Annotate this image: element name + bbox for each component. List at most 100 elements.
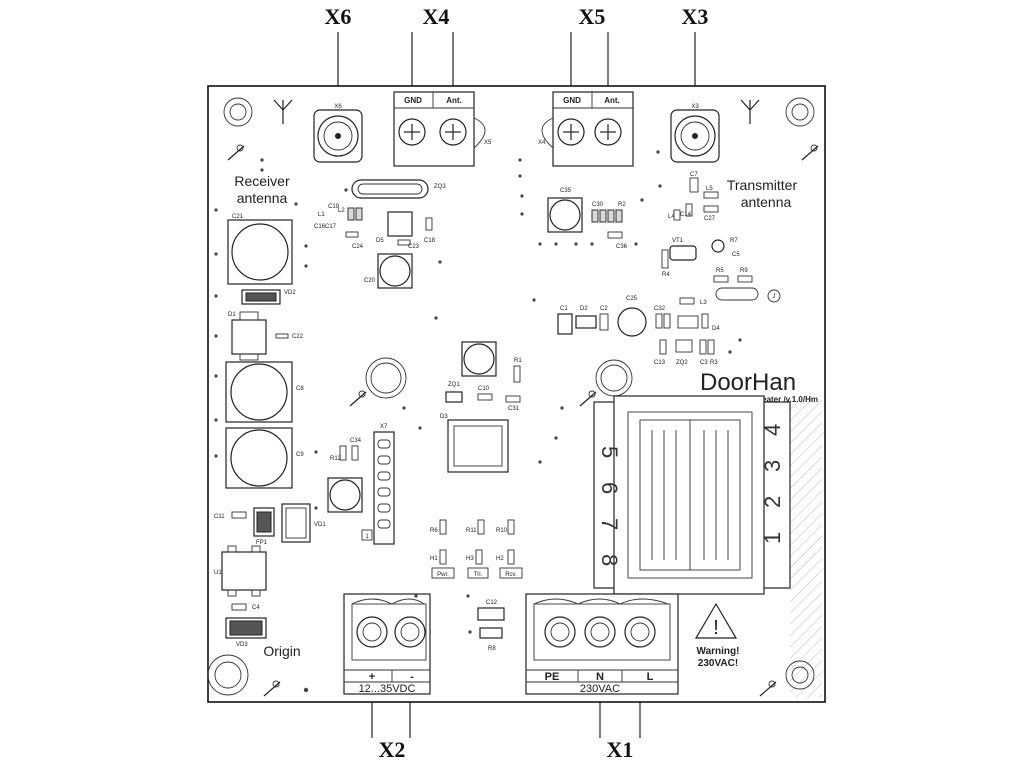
- callout-x5: X5: [579, 4, 606, 29]
- svg-text:L3: L3: [700, 300, 707, 306]
- middle-right-components: C1 D2 C2 C25 C32 D4 L3 C13 ZQ2 C3 R3: [557, 296, 720, 366]
- transformer-pin-3: 3: [760, 460, 785, 472]
- origin-label: Origin: [263, 643, 300, 659]
- svg-text:C32: C32: [654, 306, 666, 312]
- svg-text:C35: C35: [560, 188, 572, 194]
- terminal-block-x4: GND Ant. X5: [393, 91, 492, 167]
- svg-text:C7: C7: [690, 172, 698, 178]
- terminal-block-x5: GND Ant. X4: [538, 91, 634, 167]
- svg-text:C1: C1: [560, 306, 568, 312]
- antenna-icon: [273, 99, 293, 124]
- mounting-hole-center-left: [365, 357, 407, 399]
- svg-text:R9: R9: [740, 268, 748, 274]
- screw-terminal-icon: [584, 616, 616, 648]
- smd-row-c30: C30 R2 C36: [591, 202, 628, 250]
- screw-terminal-icon: [394, 616, 426, 648]
- svg-text:C36: C36: [616, 244, 628, 250]
- callout-x1: X1: [607, 737, 634, 762]
- svg-text:ZQ3: ZQ3: [434, 184, 446, 190]
- svg-text:C19: C19: [328, 204, 340, 210]
- warning-label-line1: Warning!: [697, 646, 740, 657]
- svg-text:D1: D1: [228, 312, 236, 318]
- via-dots: [214, 150, 742, 693]
- transformer: 5 6 7 8 4 3 2 1: [593, 395, 791, 595]
- svg-text:R11: R11: [466, 528, 477, 534]
- svg-text:VD3: VD3: [236, 642, 248, 648]
- capacitor-c20: C20: [364, 253, 413, 289]
- svg-text:J: J: [773, 294, 776, 300]
- svg-text:C8: C8: [296, 386, 304, 392]
- warning-block: ! Warning! 230VAC!: [694, 602, 740, 669]
- fuse-fp1-area: C11 FP1 VD1: [214, 503, 326, 546]
- x5-ant-label: Ant.: [604, 96, 620, 105]
- svg-text:R6: R6: [430, 528, 438, 534]
- led-h1-pad: [439, 549, 447, 565]
- led-trl-label: Trl.: [474, 572, 483, 578]
- x2-rating-label: 12...35VDC: [359, 683, 416, 695]
- transmitter-antenna-label-line2: antenna: [741, 194, 792, 210]
- svg-text:D2: D2: [580, 306, 588, 312]
- svg-text:C16C17: C16C17: [314, 224, 337, 230]
- screw-terminal-icon: [356, 616, 388, 648]
- svg-text:R8: R8: [488, 646, 496, 652]
- brand-logo: DoorHan: [700, 369, 796, 396]
- callout-x4: X4: [423, 4, 450, 29]
- svg-text:C4: C4: [252, 605, 260, 611]
- designator-x3: X3: [691, 104, 699, 110]
- svg-text:C21: C21: [232, 214, 244, 220]
- terminal-block-x2: + - 12...35VDC: [343, 593, 431, 695]
- capacitor-c9: C9: [225, 427, 304, 489]
- x1-n-label: N: [596, 671, 604, 683]
- svg-text:R5: R5: [716, 268, 724, 274]
- terminal-block-x1: PE N L 230VAC: [525, 593, 679, 695]
- svg-text:H2: H2: [496, 556, 504, 562]
- svg-text:D5: D5: [376, 238, 384, 244]
- svg-text:ZQ2: ZQ2: [676, 360, 688, 366]
- connector-x6: X6: [313, 104, 363, 163]
- mcu-area: R1 ZQ1 C10 C31 D3: [440, 358, 522, 473]
- transformer-pin-2: 2: [760, 496, 785, 508]
- x1-l-label: L: [647, 671, 654, 683]
- svg-text:C30: C30: [592, 202, 604, 208]
- svg-text:L5: L5: [706, 186, 713, 192]
- receiver-antenna-label-line1: Receiver: [234, 173, 290, 189]
- svg-text:C22: C22: [292, 334, 304, 340]
- svg-text:R10: R10: [496, 528, 508, 534]
- svg-text:C14: C14: [680, 212, 692, 218]
- led-pwr-label: Pwr.: [437, 572, 449, 578]
- svg-text:U1: U1: [214, 570, 222, 576]
- transformer-pin-7: 7: [597, 518, 622, 530]
- mounting-hole-bottom-left: [207, 654, 249, 696]
- transformer-pin-8: 8: [597, 554, 622, 566]
- connector-x3: X3: [670, 104, 720, 163]
- transformer-pin-5: 5: [597, 446, 622, 458]
- warning-triangle-icon: [694, 602, 738, 639]
- capacitor-c8: C8: [225, 361, 304, 423]
- x2-minus-label: -: [410, 671, 414, 683]
- svg-text:D4: D4: [712, 326, 720, 332]
- screw-terminal-icon: [544, 616, 576, 648]
- x4-ant-label: Ant.: [446, 96, 462, 105]
- diode-vd2: VD2: [241, 289, 296, 305]
- smd-c12-r8: C12 R8: [477, 600, 505, 652]
- x5-gnd-label: GND: [563, 96, 581, 105]
- svg-text:C10: C10: [478, 386, 490, 392]
- led-area: R6 R11 R10 H1 H3 H2 Pwr. Trl. Rcv.: [430, 519, 523, 579]
- board-outline: [207, 85, 826, 703]
- capacitor-c35: C35: [547, 188, 583, 233]
- svg-text:R2: R2: [618, 202, 626, 208]
- svg-text:X7: X7: [380, 424, 388, 430]
- pin1-label: 1: [365, 534, 369, 540]
- svg-text:C2: C2: [600, 306, 608, 312]
- svg-text:!: !: [713, 617, 719, 639]
- svg-text:C24: C24: [352, 244, 364, 250]
- x2-plus-label: +: [369, 671, 375, 683]
- designator-x6: X6: [334, 104, 342, 110]
- version-label: Repeater /v.1.0/Hm: [747, 395, 818, 404]
- svg-text:L4: L4: [668, 214, 675, 220]
- svg-text:R3: R3: [710, 360, 718, 366]
- svg-text:R7: R7: [730, 238, 738, 244]
- regulator-u1: U1 C4 VD3: [214, 545, 267, 648]
- ic-d5-area: D5 L1 L2 C19 C16C17 C24 C23 C18: [314, 204, 436, 250]
- callout-x3: X3: [682, 4, 709, 29]
